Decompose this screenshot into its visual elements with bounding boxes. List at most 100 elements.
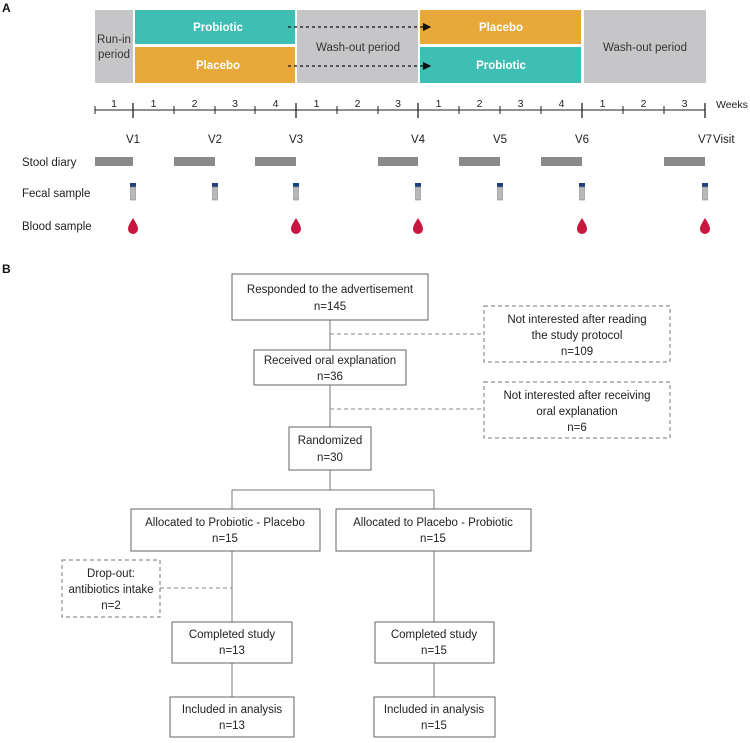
- stool-diary-label: Stool diary: [22, 157, 77, 169]
- box-completed-right-line-1: Completed study: [391, 629, 478, 641]
- box-responded-line-1: Responded to the advertisement: [247, 284, 414, 296]
- box-randomized: Randomized n=30: [288, 426, 372, 471]
- probiotic-label-1: Probiotic: [193, 22, 243, 34]
- week-tick-label: 2: [477, 98, 483, 110]
- box-completed-left: Completed study n=13: [171, 621, 293, 664]
- panel-b-label: B: [2, 262, 11, 276]
- week-tick-label: 2: [355, 98, 361, 110]
- box-included-left: Included in analysis n=13: [169, 696, 295, 738]
- run-in-period-label: Run-in: [97, 34, 131, 46]
- blood-drop-icon: [128, 218, 138, 234]
- stool-diary-bar: [95, 157, 133, 166]
- box-alloc-right-line-1: Allocated to Placebo - Probiotic: [353, 517, 513, 529]
- week-tick-label: 3: [232, 98, 238, 110]
- fecal-tube-icon: [129, 182, 137, 201]
- box-allocated-placebo-probiotic: Allocated to Placebo - Probiotic n=15: [335, 508, 532, 552]
- washout-label-1: Wash-out period: [316, 42, 400, 54]
- washout-label-2: Wash-out period: [603, 42, 687, 54]
- box-included-right-line-1: Included in analysis: [384, 704, 485, 716]
- box-randomized-line-2: n=30: [317, 452, 343, 464]
- box-alloc-left-line-1: Allocated to Probiotic - Placebo: [145, 517, 305, 529]
- fecal-tube-icon: [578, 182, 586, 201]
- box-oral-explanation: Received oral explanation n=36: [253, 349, 407, 386]
- visit-label: V7: [698, 134, 712, 146]
- visit-labels: V1 V2 V3 V4 V5 V6 V7: [126, 134, 712, 146]
- week-tick-label: 1: [314, 98, 320, 110]
- week-tick-label: 4: [273, 98, 279, 110]
- placebo-label-1: Placebo: [196, 60, 240, 72]
- box-excl-reading-line-2: the study protocol: [532, 330, 623, 342]
- fecal-tube-icon: [292, 182, 300, 201]
- week-tick-label: 3: [395, 98, 401, 110]
- panel-a-label: A: [2, 1, 11, 15]
- blood-sample-drops: [128, 218, 710, 234]
- box-alloc-right-line-2: n=15: [420, 533, 446, 545]
- stool-diary-bar: [664, 157, 705, 166]
- box-oral-line-2: n=36: [317, 371, 343, 383]
- stool-diary-bar: [174, 157, 215, 166]
- run-in-period-block: [95, 10, 133, 83]
- probiotic-label-2: Probiotic: [476, 60, 526, 72]
- week-tick-label: 1: [436, 98, 442, 110]
- probiotic-block-2: [420, 47, 581, 83]
- box-dropout-line-2: antibiotics intake: [68, 584, 153, 596]
- week-tick-label: 1: [151, 98, 157, 110]
- visit-label: V1: [126, 134, 140, 146]
- box-oral-line-1: Received oral explanation: [264, 355, 396, 367]
- box-excl-oral-line-1: Not interested after receiving: [503, 390, 650, 402]
- week-tick-label: 2: [641, 98, 647, 110]
- box-included-left-line-2: n=13: [219, 720, 245, 732]
- box-completed-right: Completed study n=15: [374, 621, 495, 664]
- box-randomized-line-1: Randomized: [298, 435, 363, 447]
- box-responded: Responded to the advertisement n=145: [231, 273, 429, 321]
- blood-drop-icon: [291, 218, 301, 234]
- box-excl-reading-line-1: Not interested after reading: [507, 314, 646, 326]
- stool-diary-bar: [459, 157, 500, 166]
- weeks-axis-label: Weeks: [716, 99, 748, 111]
- box-completed-right-line-2: n=15: [421, 645, 447, 657]
- visit-label: V6: [575, 134, 589, 146]
- week-tick-label: 2: [192, 98, 198, 110]
- box-dropout-line-1: Drop-out:: [87, 568, 135, 580]
- box-responded-line-2: n=145: [314, 301, 346, 313]
- blood-sample-label: Blood sample: [22, 221, 92, 233]
- placebo-label-2: Placebo: [479, 22, 523, 34]
- box-dropout: Drop-out: antibiotics intake n=2: [61, 559, 161, 618]
- box-excl-oral-line-3: n=6: [567, 422, 587, 434]
- run-in-line-1: Run-in: [97, 34, 131, 46]
- box-alloc-left-line-2: n=15: [212, 533, 238, 545]
- visit-axis-label: Visit: [713, 134, 735, 146]
- placebo-block-1: [135, 47, 295, 83]
- fecal-sample-label: Fecal sample: [22, 188, 90, 200]
- run-in-period-label-2: period: [98, 49, 130, 61]
- box-included-right: Included in analysis n=15: [373, 696, 496, 738]
- box-completed-left-line-2: n=13: [219, 645, 245, 657]
- visit-label: V3: [289, 134, 303, 146]
- stool-diary-bars: [95, 157, 705, 166]
- timeline-ticks: [94, 103, 706, 118]
- box-excl-reading-line-3: n=109: [561, 346, 593, 358]
- fecal-tube-icon: [414, 182, 422, 201]
- fecal-tube-icon: [496, 182, 504, 201]
- stool-diary-bar: [378, 157, 418, 166]
- visit-label: V5: [493, 134, 507, 146]
- visit-label: V4: [411, 134, 426, 146]
- washout-period-block-2: [584, 10, 706, 83]
- box-dropout-line-3: n=2: [101, 600, 121, 612]
- box-excl-oral-line-2: oral explanation: [536, 406, 617, 418]
- week-tick-label: 1: [111, 98, 117, 110]
- fecal-sample-tubes: [129, 182, 709, 201]
- blood-drop-icon: [577, 218, 587, 234]
- box-included-right-line-2: n=15: [421, 720, 447, 732]
- probiotic-block-1: [135, 10, 295, 44]
- week-tick-label: 4: [559, 98, 565, 110]
- washout-period-block-1: [297, 10, 418, 83]
- blood-drop-icon: [700, 218, 710, 234]
- box-not-interested-reading: Not interested after reading the study p…: [483, 305, 671, 363]
- box-completed-left-line-1: Completed study: [189, 629, 276, 641]
- week-tick-label: 3: [518, 98, 524, 110]
- placebo-block-2: [420, 10, 581, 44]
- visit-label: V2: [208, 134, 222, 146]
